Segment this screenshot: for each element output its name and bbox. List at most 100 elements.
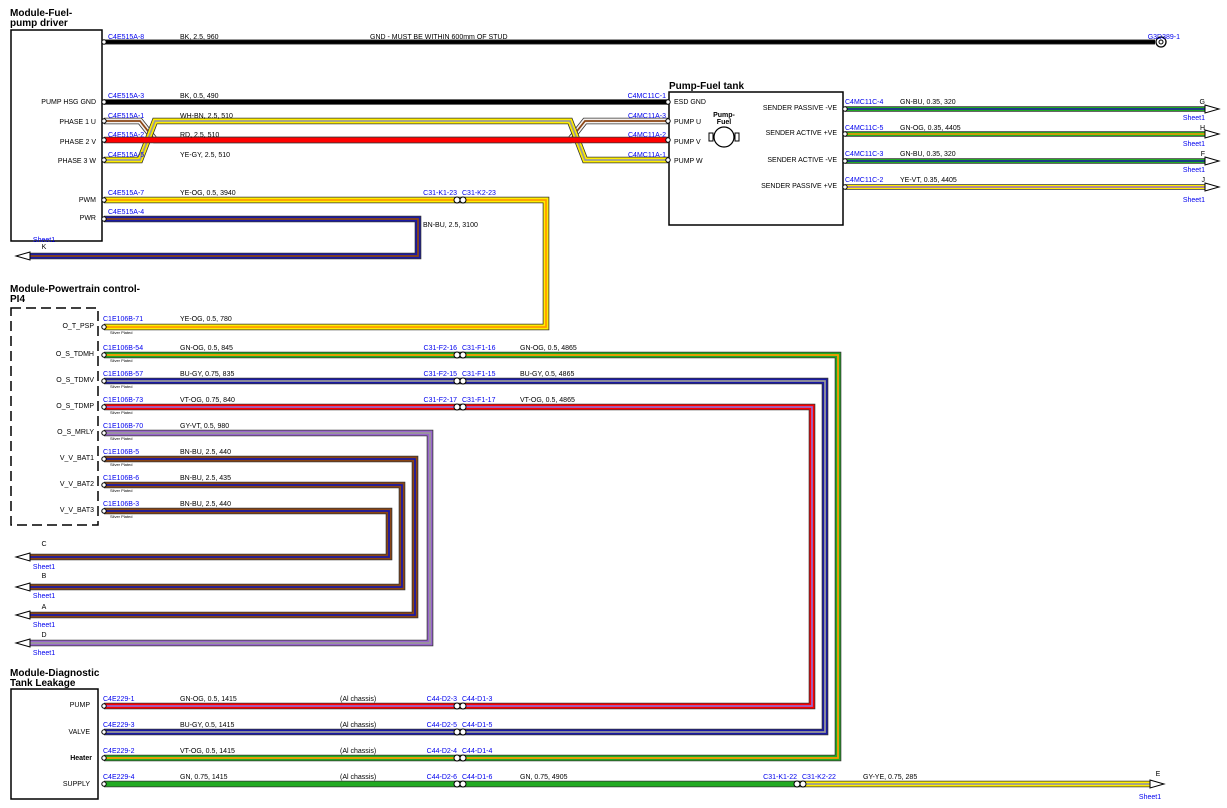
pin-terminal — [101, 216, 107, 222]
wire-connector: C4MC11C-1 — [628, 93, 666, 100]
wire-note: (Al chassis) — [340, 774, 376, 781]
inline-connector: C44-D2-4 — [427, 748, 457, 755]
module-title-line2: PI4 — [10, 294, 25, 305]
pin-terminal — [101, 99, 107, 105]
pin-label: O_S_MRLY — [57, 429, 94, 436]
inline-connector: C44-D1-5 — [462, 722, 492, 729]
wire-outline — [30, 507, 393, 561]
pin-terminal — [842, 131, 848, 137]
offsheet-sheet: Sheet1 — [33, 564, 55, 571]
inline-connector: C31-K2-23 — [462, 190, 496, 197]
pin-terminal — [101, 755, 107, 761]
inline-connector: C44-D1-3 — [462, 696, 492, 703]
pin-label: SENDER PASSIVE -VE — [763, 105, 838, 112]
wire-spec: BU-GY, 0.75, 835 — [180, 371, 234, 378]
inline-connector: C44-D2-5 — [427, 722, 457, 729]
pin-terminal — [101, 404, 107, 410]
wire-connector: C4E515A-4 — [108, 209, 144, 216]
offsheet-sheet: Sheet1 — [1183, 141, 1205, 148]
pin-terminal — [665, 99, 671, 105]
wire-core — [30, 508, 392, 560]
offsheet-arrow — [1204, 182, 1221, 192]
offsheet-sheet: Sheet1 — [33, 593, 55, 600]
module-box — [10, 307, 99, 526]
wire-spec: BN-BU, 2.5, 435 — [180, 475, 231, 482]
pin-terminal — [101, 157, 107, 163]
wire-trace — [30, 510, 390, 558]
pin-label: Heater — [70, 755, 92, 762]
pin-label: V_V_BAT2 — [60, 481, 94, 488]
wire-spec: GY-YE, 0.75, 285 — [863, 774, 917, 781]
inline-connector-mark — [459, 196, 467, 204]
inline-connector-mark — [459, 377, 467, 385]
pin-label: PUMP W — [674, 158, 703, 165]
wire-spec: GN, 0.75, 1415 — [180, 774, 228, 781]
offsheet-ref: D — [41, 632, 46, 639]
module-title-line1: Module-Fuel- — [10, 8, 72, 19]
silver-plated-note: Silver Plated — [110, 488, 132, 493]
inline-connector-mark — [453, 377, 461, 385]
pin-terminal — [101, 118, 107, 124]
silver-plated-note: Silver Plated — [110, 384, 132, 389]
inline-connector: C31-K2-22 — [802, 774, 836, 781]
wire-spec: BN-BU, 2.5, 440 — [180, 449, 231, 456]
pin-label: SENDER ACTIVE +VE — [766, 130, 838, 137]
module-title-line2: Tank Leakage — [10, 678, 76, 689]
inline-connector-mark — [453, 754, 461, 762]
pin-terminal — [101, 352, 107, 358]
module-powertrain-control: Module-Powertrain control- PI4 O_T_PSPSi… — [10, 284, 140, 526]
inline-connector: C44-D2-6 — [427, 774, 457, 781]
pin-label: V_V_BAT1 — [60, 455, 94, 462]
pin-terminal — [101, 508, 107, 514]
wire-connector: C4E515A-1 — [108, 113, 144, 120]
pin-terminal — [101, 39, 107, 45]
module-box — [10, 688, 99, 800]
wires — [30, 39, 1205, 788]
offsheet-arrow — [14, 552, 31, 562]
pin-label: PWM — [79, 197, 96, 204]
wire-connector: C4MC11C-5 — [845, 125, 883, 132]
wire-spec: YE-OG, 0.5, 3940 — [180, 190, 236, 197]
pin-label: PHASE 1 U — [59, 119, 96, 126]
wire-note: (Al chassis) — [340, 748, 376, 755]
wire-spec: GY-VT, 0.5, 980 — [180, 423, 229, 430]
silver-plated-note: Silver Plated — [110, 358, 132, 363]
wire-trace — [30, 432, 431, 644]
offsheet-sheet: Sheet1 — [33, 650, 55, 657]
pin-label: PUMP — [70, 702, 91, 709]
inline-connector-mark — [799, 780, 807, 788]
module-fuel-pump-driver: Module-Fuel- pump driver PUMP HSG GND PH… — [10, 8, 103, 242]
module-title-line1: Module-Diagnostic — [10, 668, 100, 679]
wire-spec: BU-GY, 0.5, 1415 — [180, 722, 234, 729]
svg-text:Fuel: Fuel — [717, 119, 731, 126]
inline-connector-mark — [459, 780, 467, 788]
pin-terminal — [665, 157, 671, 163]
offsheet-sheet: Sheet1 — [1183, 167, 1205, 174]
offsheet-ref: A — [42, 604, 47, 611]
wire-connector: C4E229-4 — [103, 774, 135, 781]
wire-connector: C1E106B-54 — [103, 345, 143, 352]
wire-spec: VT-OG, 0.5, 4865 — [520, 397, 575, 404]
inline-connector: C31-K1-23 — [423, 190, 457, 197]
inline-connector-mark — [453, 403, 461, 411]
pin-label: SENDER PASSIVE +VE — [761, 183, 837, 190]
wire-connector: C1E106B-71 — [103, 316, 143, 323]
offsheet-sheet: Sheet1 — [1183, 115, 1205, 122]
wire-spec: VT-OG, 0.5, 1415 — [180, 748, 235, 755]
offsheet-sheet: Sheet1 — [33, 237, 55, 244]
inline-connector: C31-F1-16 — [462, 345, 496, 352]
pin-terminal — [101, 482, 107, 488]
pin-terminal — [842, 184, 848, 190]
inline-connector-mark — [453, 780, 461, 788]
wire-outline — [30, 429, 434, 647]
wire-connector: C4MC11A-1 — [628, 152, 666, 159]
pin-label: ESD GND — [674, 99, 706, 106]
inline-connector-mark — [453, 702, 461, 710]
wire-connector: C4MC11A-2 — [628, 132, 666, 139]
pin-label: O_S_TDMV — [56, 377, 94, 384]
wire-core — [30, 430, 433, 646]
wire-connector: C1E106B-57 — [103, 371, 143, 378]
pin-terminal — [842, 158, 848, 164]
wire-spec: GN-OG, 0.5, 1415 — [180, 696, 237, 703]
offsheet-arrow — [1149, 779, 1166, 789]
